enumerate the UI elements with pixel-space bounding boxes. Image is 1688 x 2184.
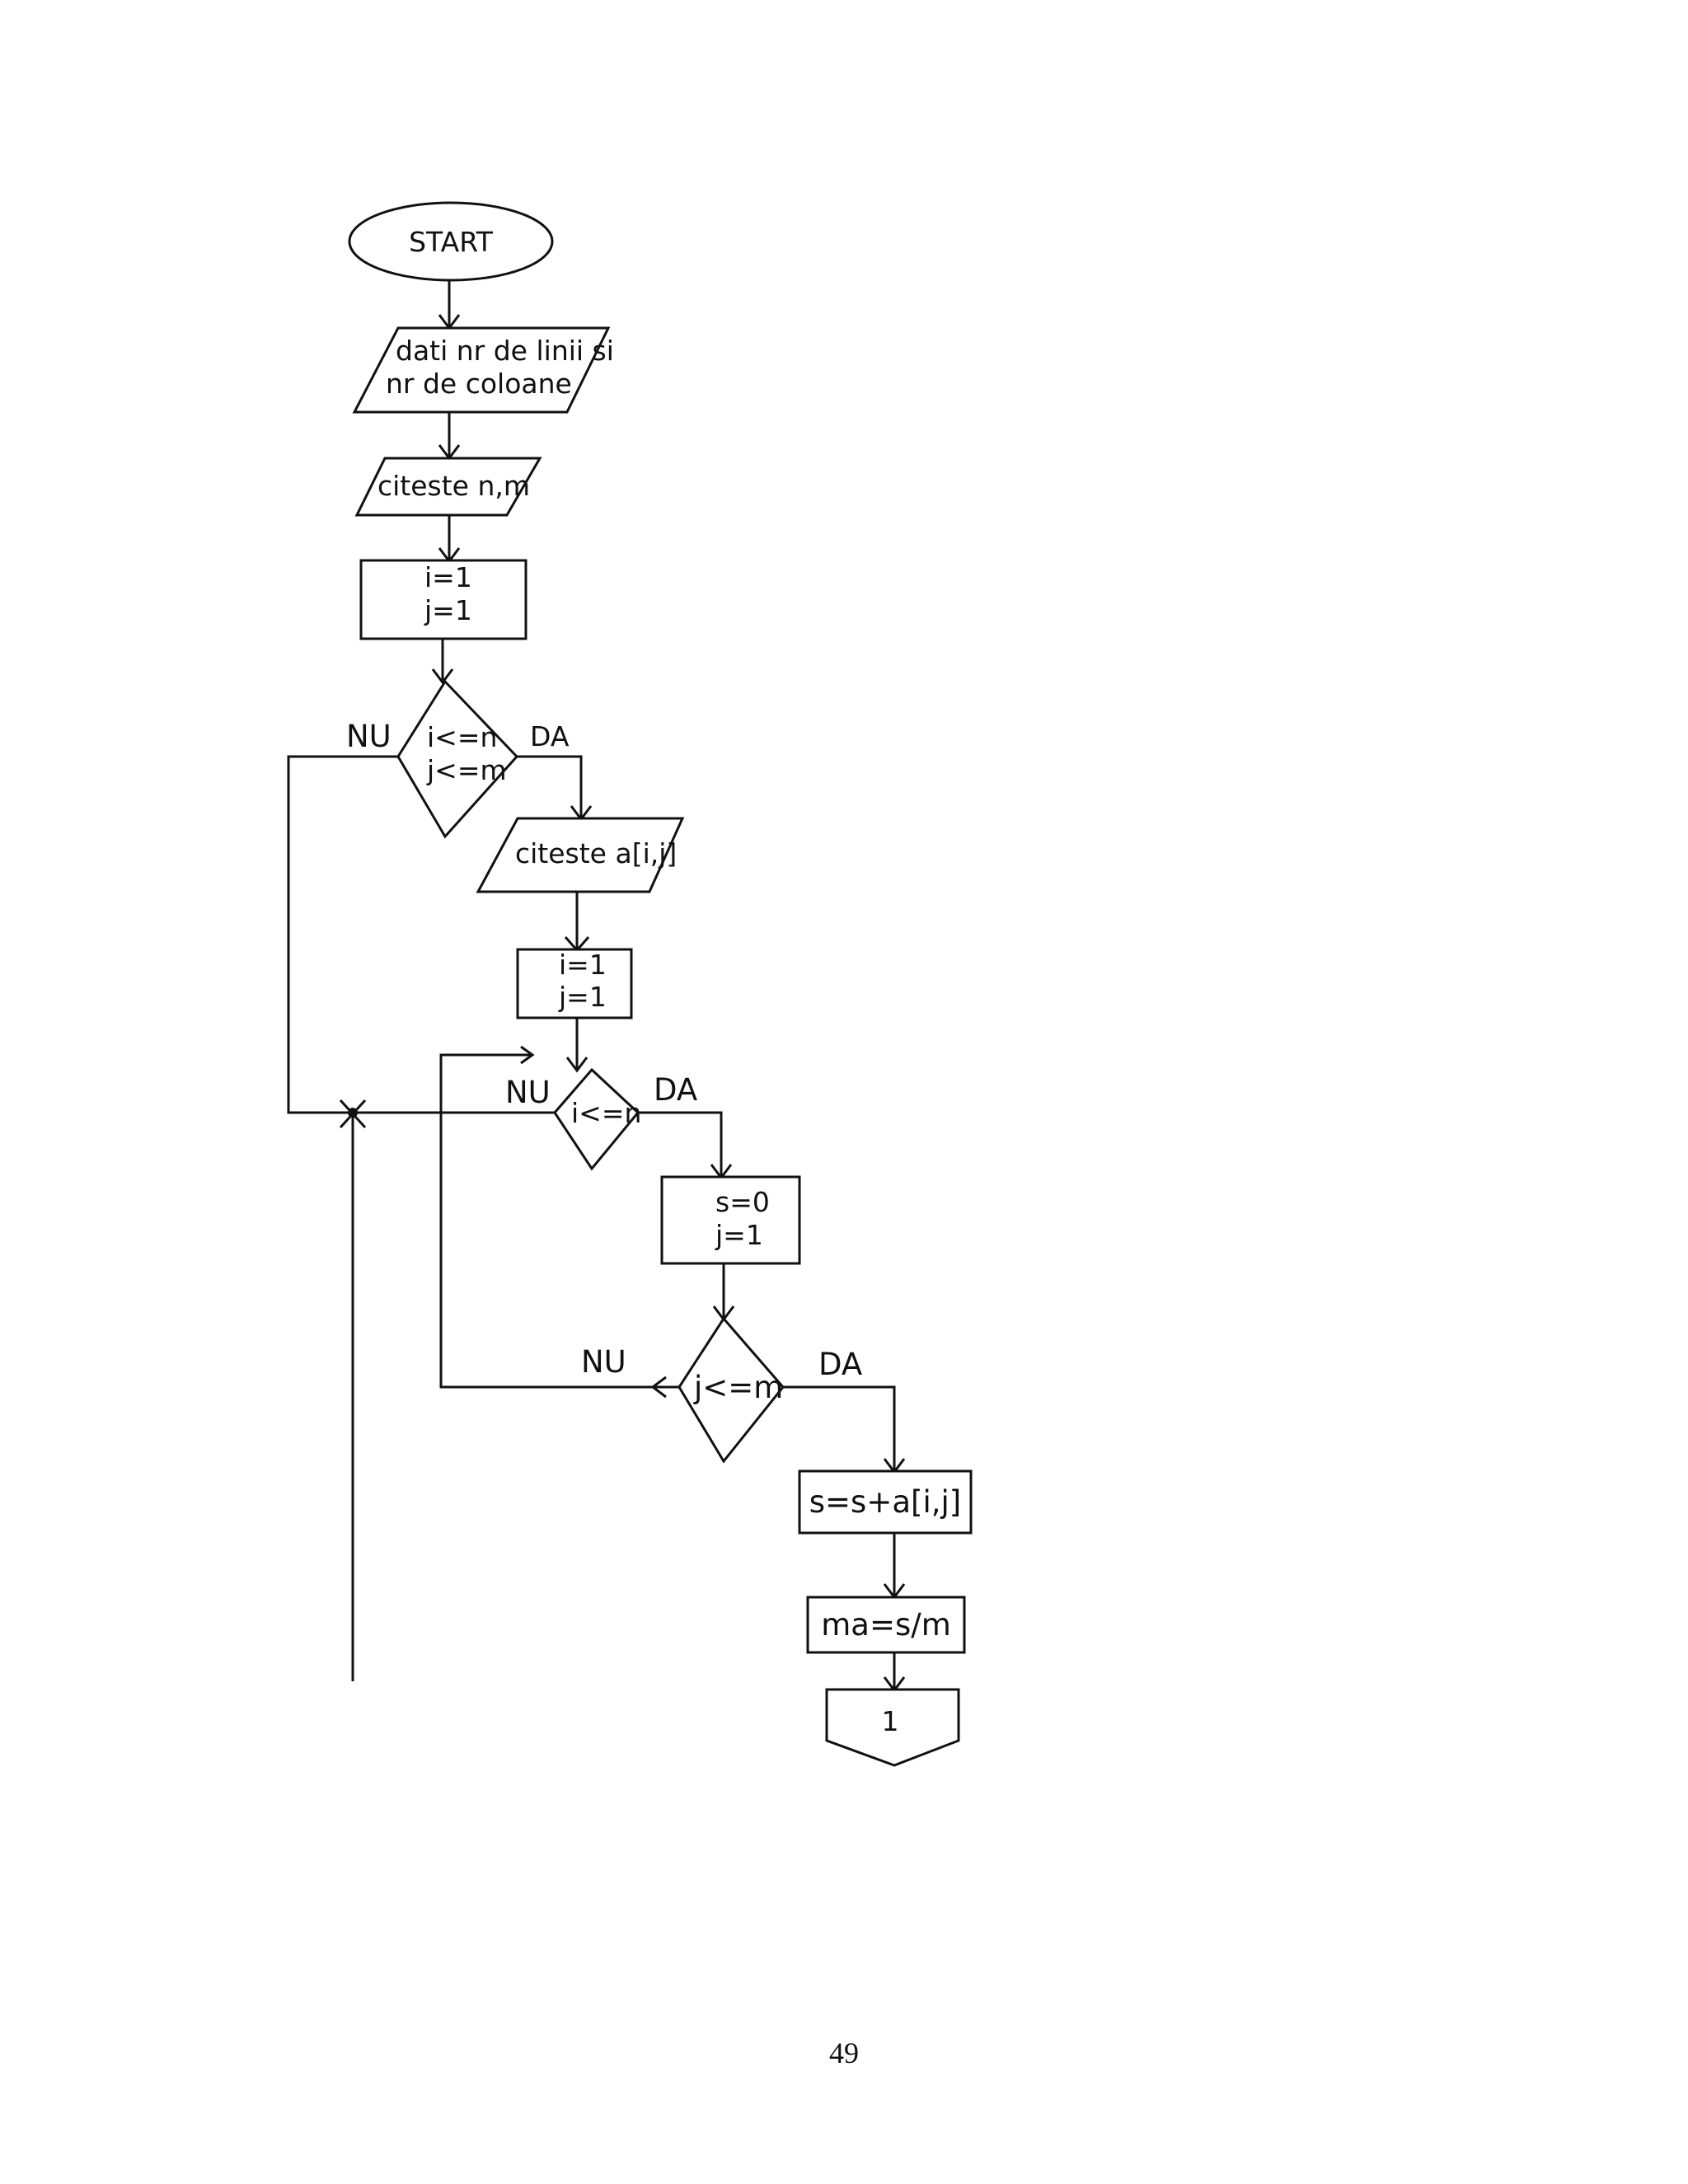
decision2-diamond: i<=n <box>553 1067 641 1171</box>
junction-mark <box>339 1099 367 1129</box>
svg-text:i=1: i=1 <box>559 949 607 981</box>
svg-text:citeste n,m: citeste n,m <box>377 470 530 502</box>
svg-text:s=s+a[i,j]: s=s+a[i,j] <box>809 1484 961 1520</box>
init3-process: s=0 j=1 <box>660 1175 801 1265</box>
decision3-no-label: NU <box>581 1344 626 1380</box>
svg-text:ma=s/m: ma=s/m <box>821 1607 951 1643</box>
decision1-diamond: i<=n j<=m <box>396 679 519 839</box>
svg-text:citeste a[i,j]: citeste a[i,j] <box>515 837 677 869</box>
svg-text:dati nr de linii si: dati nr de linii si <box>396 335 614 367</box>
svg-text:nr de coloane: nr de coloane <box>386 368 572 400</box>
svg-text:j=1: j=1 <box>558 981 607 1013</box>
svg-text:j<=m: j<=m <box>426 754 507 786</box>
svg-text:1: 1 <box>882 1705 899 1737</box>
svg-text:j<=m: j<=m <box>693 1370 783 1405</box>
page-number: 49 <box>829 2036 859 2069</box>
decision3-diamond: j<=m <box>678 1316 785 1464</box>
init1-process: i=1 j=1 <box>359 559 528 640</box>
init2-process: i=1 j=1 <box>516 948 633 1019</box>
start-terminal: START <box>348 201 554 282</box>
svg-text:s=0: s=0 <box>715 1186 770 1218</box>
svg-text:j=1: j=1 <box>424 594 472 626</box>
read-a-io-shape: citeste a[i,j] <box>476 817 685 893</box>
read-nm-io-shape: citeste n,m <box>354 457 542 517</box>
decision1-no-label: NU <box>346 719 392 754</box>
svg-text:i<=n: i<=n <box>427 721 497 753</box>
svg-text:i<=n: i<=n <box>571 1097 641 1129</box>
decision3-yes-label: DA <box>818 1347 862 1382</box>
decision1-yes-label: DA <box>530 720 570 752</box>
svg-text:j=1: j=1 <box>715 1219 763 1251</box>
svg-text:START: START <box>409 226 494 258</box>
connector-lines <box>287 280 896 1690</box>
offpage-connector: 1 <box>825 1688 960 1767</box>
sum-process: s=s+a[i,j] <box>798 1469 973 1535</box>
svg-text:i=1: i=1 <box>424 561 472 593</box>
decision2-yes-label: DA <box>654 1072 697 1108</box>
avg-process: ma=s/m <box>806 1596 966 1654</box>
prompt-io-shape: dati nr de linii si nr de coloane <box>352 326 614 414</box>
decision2-no-label: NU <box>505 1075 551 1110</box>
